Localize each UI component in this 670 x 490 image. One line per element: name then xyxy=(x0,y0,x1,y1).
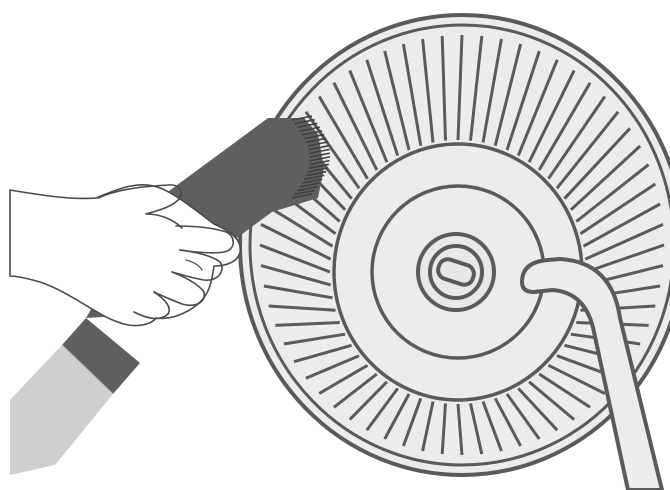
vacuum-hose xyxy=(10,318,140,475)
center-cap-icon xyxy=(418,234,494,310)
fan-filter-grille-icon xyxy=(240,15,670,475)
